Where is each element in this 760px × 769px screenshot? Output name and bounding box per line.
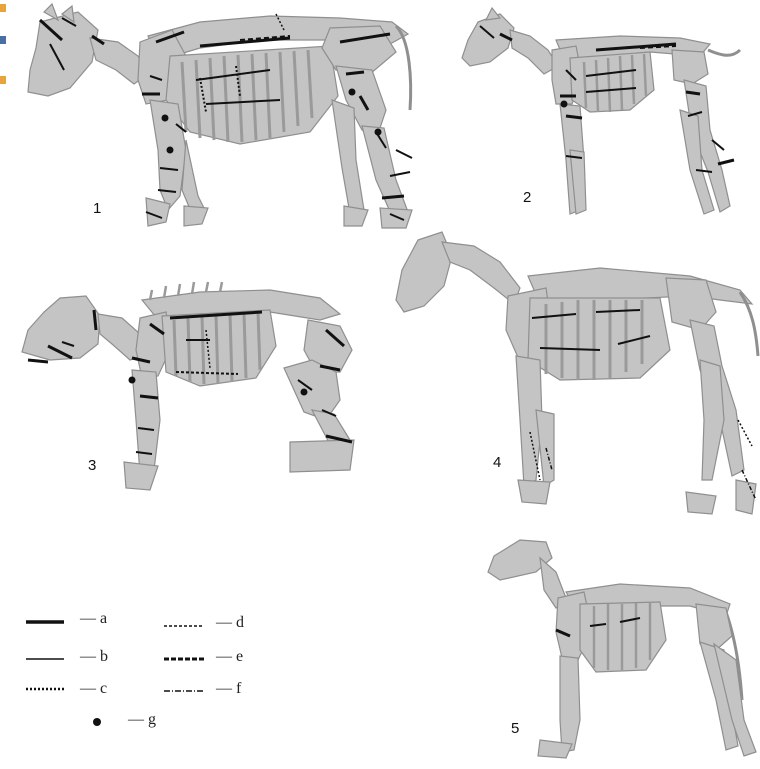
skeleton-label-4: 4 [493,454,501,471]
legend-symbols [26,622,204,726]
skeleton-label-1: 1 [93,200,101,217]
legend-label-d: — d [216,614,244,632]
edge-strip [0,0,6,110]
skeleton-5 [488,540,756,758]
skeleton-4 [396,232,758,514]
edge-strip-segment [0,76,6,84]
skeleton-label-2: 2 [523,189,531,206]
legend-label-a: — a [80,610,107,628]
legend-label-f: — f [216,680,241,698]
skeleton-label-3: 3 [88,457,96,474]
edge-strip-segment [0,4,6,12]
edge-strip-segment [0,36,6,44]
legend-label-g: — g [128,711,156,729]
skeleton-label-5: 5 [511,720,519,737]
skeleton-3 [22,282,354,490]
legend-label-c: — c [80,680,107,698]
legend-label-b: — b [80,648,108,666]
skeleton-1 [28,4,412,228]
skeleton-2 [462,8,740,214]
legend-symbol-g [93,718,101,726]
legend-label-e: — e [216,648,243,666]
